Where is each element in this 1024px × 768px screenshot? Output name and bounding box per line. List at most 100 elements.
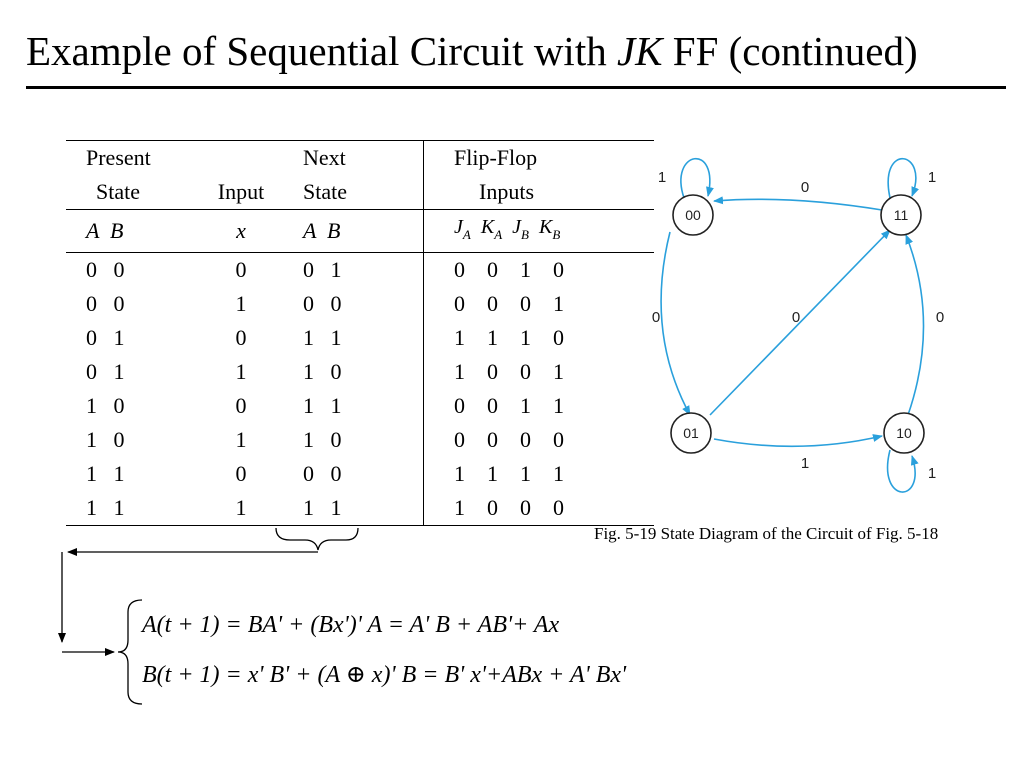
cell-x: 0 [235, 325, 247, 350]
cell-x: 0 [235, 257, 247, 282]
cell-ps: 0 1 [86, 359, 125, 384]
edge-label-self-11: 1 [928, 169, 936, 186]
table-row: 1 0 1 1 0 0 0 0 0 [66, 423, 654, 457]
header-ab: A B [66, 209, 201, 253]
title-rule [26, 86, 1006, 89]
table-row: 0 1 0 1 1 1 1 1 0 [66, 321, 654, 355]
slide-title: Example of Sequential Circuit with JK FF… [26, 26, 918, 76]
cell-ps: 1 1 [86, 461, 125, 486]
edge-01-11 [709, 229, 891, 416]
cell-ff: 1 1 1 0 [423, 321, 654, 355]
cell-x: 0 [235, 461, 247, 486]
equation-b: B(t + 1) = x' B' + (A ⊕ x)' B = B' x'+AB… [142, 662, 627, 688]
node-00 [672, 194, 714, 236]
cell-ns: 1 1 [281, 491, 424, 526]
state-table: Present Next Flip-Flop State Input State… [66, 140, 654, 526]
cell-ff: 1 0 0 0 [423, 491, 654, 526]
cell-ps: 0 0 [86, 291, 125, 316]
curly-brace [117, 599, 143, 705]
table-row: 0 0 0 0 1 0 0 1 0 [66, 252, 654, 287]
equation-a: A(t + 1) = BA' + (Bx')' A = A' B + AB'+ … [142, 612, 560, 638]
figure-caption: Fig. 5-19 State Diagram of the Circuit o… [594, 524, 939, 543]
sub-a: A [462, 227, 471, 242]
node-label-10: 10 [896, 425, 912, 441]
cell-x: 1 [235, 359, 247, 384]
sub-b: B [552, 227, 561, 242]
edge-self-10 [886, 449, 919, 493]
title-text-end: FF (continued) [662, 28, 918, 74]
edge-label-self-00: 1 [658, 169, 666, 186]
cell-x: 0 [235, 393, 247, 418]
state-diagram: 00 11 01 10 1 0 1 0 0 0 1 1 [652, 157, 944, 493]
edge-label-self-10: 1 [928, 465, 936, 482]
cell-x: 1 [201, 491, 281, 526]
title-text: Example of Sequential Circuit with [26, 28, 617, 74]
cell-ns: 1 1 [303, 393, 342, 418]
cell-ff: 0 0 0 1 [423, 287, 654, 321]
underbrace [275, 527, 359, 551]
cell-ff: 0 0 0 0 [423, 423, 654, 457]
edge-label-00-01: 0 [652, 309, 660, 326]
header-next-ab: A B [281, 209, 424, 253]
cell-ns: 0 1 [303, 257, 342, 282]
cell-ns: 1 0 [303, 359, 342, 384]
edge-label-10-11: 0 [936, 309, 944, 326]
header-x: x [201, 209, 281, 253]
cell-ff: 0 0 1 0 [423, 252, 654, 287]
sub-a: A [494, 227, 503, 242]
cell-x: 1 [235, 427, 247, 452]
node-label-11: 11 [894, 207, 909, 223]
cell-ns: 0 0 [303, 291, 342, 316]
node-10 [883, 412, 925, 454]
node-11 [880, 194, 922, 236]
cell-ps: 1 1 [66, 491, 201, 526]
header-blank [201, 140, 281, 175]
header-input: Input [217, 179, 265, 204]
cell-x: 1 [235, 291, 247, 316]
header-row-2: State Input State Inputs [66, 175, 654, 210]
edge-label-01-10: 1 [801, 455, 809, 472]
ka-label: K [480, 216, 495, 238]
cell-ps: 0 0 [86, 257, 125, 282]
header-inputs: Inputs [423, 175, 654, 210]
node-label-01: 01 [683, 425, 699, 441]
cell-ns: 1 0 [303, 427, 342, 452]
cell-ps: 1 0 [86, 393, 125, 418]
header-next: Next [281, 140, 424, 175]
header-jk: JA KA JB KB [423, 209, 654, 253]
edge-self-11 [887, 158, 919, 199]
cell-ps: 0 1 [86, 325, 125, 350]
cell-ff: 1 1 1 1 [423, 457, 654, 491]
table-row: 1 0 0 1 1 0 0 1 1 [66, 389, 654, 423]
table-row: 0 1 1 1 0 1 0 0 1 [66, 355, 654, 389]
cell-ff: 0 0 1 1 [423, 389, 654, 423]
title-italic-text: JK [616, 28, 663, 74]
cell-ns: 0 0 [303, 461, 342, 486]
cell-ff: 1 0 0 1 [423, 355, 654, 389]
kb-label: K [538, 216, 553, 238]
header-state: State [96, 179, 140, 204]
edge-self-00 [680, 157, 714, 199]
node-01 [670, 412, 712, 454]
table-row: 1 1 0 0 0 1 1 1 1 [66, 457, 654, 491]
ja-label: J [454, 216, 463, 238]
edge-label-11-00: 0 [801, 179, 809, 196]
edge-10-11 [905, 234, 925, 416]
header-present: Present [66, 140, 201, 175]
node-label-00: 00 [685, 207, 701, 223]
edge-01-10 [713, 434, 883, 448]
sub-b: B [521, 227, 529, 242]
edge-11-00 [713, 196, 883, 211]
cell-ns: 1 1 [303, 325, 342, 350]
cell-ps: 1 0 [86, 427, 125, 452]
jb-label: J [512, 216, 522, 238]
header-next-state: State [303, 179, 347, 204]
header-flipflop: Flip-Flop [423, 140, 654, 175]
table-row: 0 0 1 0 0 0 0 0 1 [66, 287, 654, 321]
header-row-3: A B x A B JA KA JB KB [66, 209, 654, 253]
edge-label-01-11: 0 [792, 309, 800, 326]
edge-00-01 [660, 231, 691, 416]
header-row-1: Present Next Flip-Flop [66, 140, 654, 175]
